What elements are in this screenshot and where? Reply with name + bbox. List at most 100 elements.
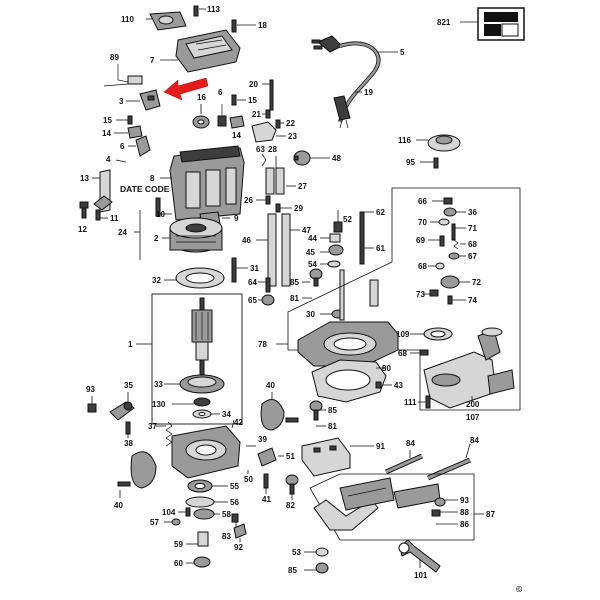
part-80-sub-base [311, 359, 387, 403]
part-88-clamp [431, 509, 441, 517]
part-66-screw [443, 197, 453, 205]
label-38: 38 [124, 439, 133, 448]
label-27: 27 [298, 182, 307, 191]
part-2-field-coil [169, 217, 223, 253]
label-5: 5 [400, 48, 405, 57]
label-88: 88 [460, 508, 469, 517]
label-66: 66 [418, 197, 427, 206]
part-15b-screw [127, 115, 133, 125]
part-58-collet [193, 508, 215, 520]
label-55: 55 [230, 482, 239, 491]
label-93b: 93 [460, 496, 469, 505]
part-71-screw [451, 223, 456, 241]
part-43-screw [375, 381, 382, 389]
part-65-knob [261, 294, 275, 306]
label-42: 42 [234, 418, 243, 427]
label-37: 37 [148, 422, 157, 431]
part-10-screw [155, 197, 161, 217]
part-55-collet-nut [187, 479, 213, 493]
label-18: 18 [258, 21, 267, 30]
part-20-screw [269, 79, 274, 111]
subassembly-box-1 [151, 293, 243, 425]
label-6a: 6 [218, 88, 223, 97]
label-73: 73 [416, 290, 425, 299]
label-109: 109 [396, 330, 410, 339]
label-70: 70 [418, 218, 427, 227]
part-92-clip [233, 523, 247, 539]
label-41: 41 [262, 495, 271, 504]
label-15a: 15 [248, 96, 257, 105]
label-81a: 81 [290, 294, 299, 303]
part-84b-guide-rod [427, 457, 471, 481]
label-14b: 14 [232, 131, 241, 140]
part-56-plate [185, 496, 215, 508]
part-68-spring [453, 239, 459, 250]
label-32: 32 [152, 276, 161, 285]
label-14a: 14 [102, 129, 111, 138]
subassembly-box-87 [309, 473, 475, 541]
label-6b: 6 [120, 142, 125, 151]
part-28-column [265, 167, 285, 195]
label-45: 45 [306, 248, 315, 257]
part-80-base-plate [297, 321, 399, 367]
part-57-washer [171, 518, 181, 526]
part-29-screw [275, 203, 281, 213]
part-68c-screw [419, 349, 429, 356]
part-44-nut [329, 233, 341, 243]
part-104-screw [185, 507, 191, 517]
label-78: 78 [258, 340, 267, 349]
label-56: 56 [230, 498, 239, 507]
label-28: 28 [268, 145, 277, 154]
label-63: 63 [256, 145, 265, 154]
part-40b-handle-paddle [117, 451, 157, 489]
part-113-screw [193, 5, 199, 17]
label-39: 39 [258, 435, 267, 444]
label-4: 4 [106, 155, 111, 164]
label-85b: 85 [328, 406, 337, 415]
label-51: 51 [286, 452, 295, 461]
part-64-pin [265, 277, 271, 293]
label-date-code: DATE CODE [120, 184, 170, 194]
label-59: 59 [174, 540, 183, 549]
part-21-screw [265, 109, 271, 119]
part-101-spanner [398, 539, 441, 573]
part-14b-brush-holder [229, 115, 245, 129]
part-12-screw [79, 201, 89, 219]
part-18-screw [231, 19, 237, 33]
label-10: 10 [156, 210, 165, 219]
part-59-spindle [197, 531, 209, 547]
part-33-fan [179, 374, 225, 394]
label-46: 46 [242, 236, 251, 245]
part-14-brush-holder [127, 125, 143, 139]
label-2: 2 [154, 234, 159, 243]
part-85-knob [309, 268, 323, 287]
part-110-plate [149, 11, 187, 31]
label-34: 34 [222, 410, 231, 419]
part-85c-knob [315, 562, 329, 574]
part-31-screw [231, 257, 237, 283]
part-fence-body [313, 477, 441, 531]
part-16-bearing [192, 115, 210, 129]
part-45-nut [328, 244, 344, 256]
part-15-screw [231, 94, 237, 106]
label-29: 29 [294, 204, 303, 213]
part-52-lock-knob [333, 221, 343, 233]
part-35-lever [109, 401, 135, 421]
label-84a: 84 [406, 439, 415, 448]
label-87: 87 [486, 510, 495, 519]
label-68b: 68 [418, 262, 427, 271]
part-36-nut [443, 207, 457, 217]
part-34-washer [192, 409, 212, 419]
part-41-screw [263, 473, 269, 489]
label-82: 82 [286, 501, 295, 510]
label-33: 33 [154, 380, 163, 389]
label-92: 92 [234, 543, 243, 552]
part-32-fan-baffle [175, 267, 225, 289]
part-40-handle-paddle [260, 399, 299, 431]
label-22: 22 [286, 119, 295, 128]
part-22-screw [275, 119, 281, 129]
part-67-nut [448, 252, 460, 260]
label-31: 31 [250, 264, 259, 273]
label-68a: 68 [468, 240, 477, 249]
label-80: 80 [382, 364, 391, 373]
